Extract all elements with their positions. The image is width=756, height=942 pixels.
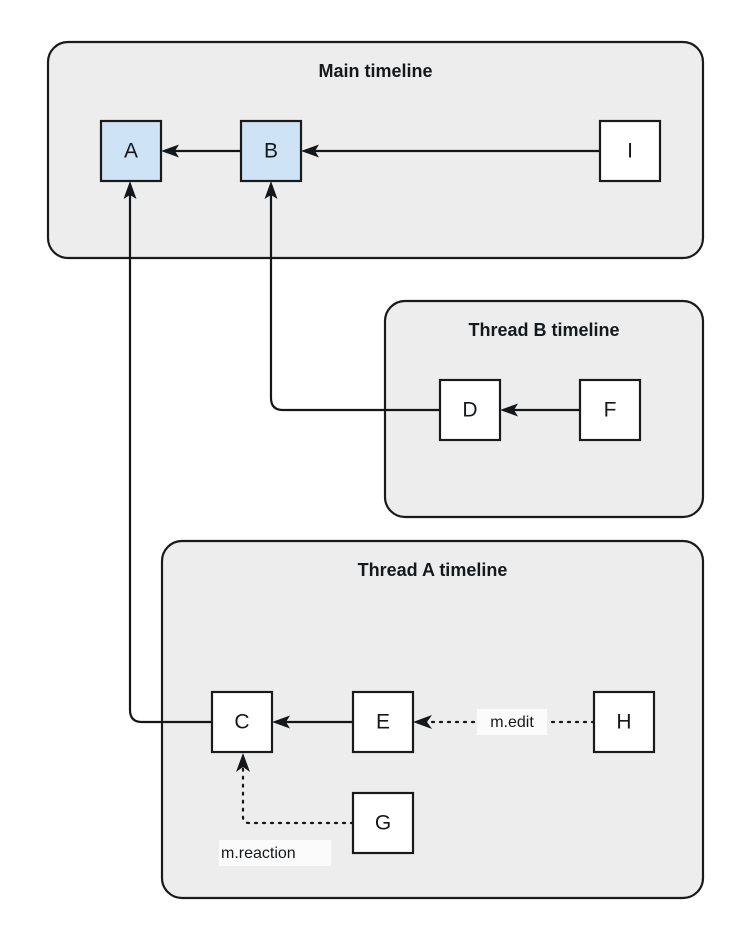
node-h-rect bbox=[592, 690, 656, 754]
edge-e-to-c[interactable] bbox=[272, 715, 353, 729]
node-d[interactable]: D bbox=[438, 378, 502, 442]
node-a-label: A bbox=[124, 140, 138, 163]
node-h[interactable]: H bbox=[592, 690, 656, 754]
node-b-rect bbox=[239, 119, 303, 183]
node-e-label: E bbox=[376, 711, 390, 734]
node-d-rect bbox=[438, 378, 502, 442]
edge-g-to-c-label-bg bbox=[219, 840, 331, 866]
edge-f-to-d-arrowhead bbox=[500, 403, 518, 417]
node-a[interactable]: A bbox=[99, 119, 163, 183]
edge-i-to-b[interactable] bbox=[301, 144, 600, 158]
node-c[interactable]: C bbox=[210, 690, 274, 754]
edge-c-to-a[interactable] bbox=[123, 181, 213, 724]
node-h-label: H bbox=[616, 711, 631, 734]
edge-f-to-d[interactable] bbox=[500, 403, 580, 417]
node-b-label: B bbox=[264, 140, 278, 163]
edge-g-to-c-line bbox=[241, 763, 355, 825]
node-i-rect bbox=[598, 119, 662, 183]
edge-h-to-e-label-bg bbox=[477, 709, 547, 735]
node-c-label: C bbox=[234, 711, 249, 734]
edge-b-to-a-arrowhead bbox=[161, 144, 179, 158]
edge-d-to-b[interactable] bbox=[264, 181, 441, 412]
node-e-rect bbox=[351, 690, 415, 754]
node-g-rect bbox=[351, 791, 415, 855]
edge-h-to-e[interactable]: m.edit bbox=[413, 709, 596, 735]
node-d-label: D bbox=[462, 399, 477, 422]
edge-h-to-e-label: m.edit bbox=[490, 714, 534, 731]
node-f[interactable]: F bbox=[578, 378, 642, 442]
node-g[interactable]: G bbox=[351, 791, 415, 855]
edge-c-to-a-line bbox=[128, 192, 212, 724]
node-b[interactable]: B bbox=[239, 119, 303, 183]
node-c-rect bbox=[210, 690, 274, 754]
edge-b-to-a[interactable] bbox=[161, 144, 241, 158]
node-e[interactable]: E bbox=[351, 690, 415, 754]
container-thread-a-timeline[interactable]: Thread A timeline bbox=[160, 539, 705, 900]
edge-c-to-a-arrowhead bbox=[123, 181, 137, 199]
container-thread-a-timeline-title: Thread A timeline bbox=[358, 560, 508, 580]
node-f-label: F bbox=[604, 399, 617, 422]
node-g-label: G bbox=[375, 812, 391, 835]
edge-g-to-c-label: m.reaction bbox=[221, 845, 296, 862]
edge-d-to-b-line bbox=[269, 192, 440, 412]
container-main-timeline-title: Main timeline bbox=[318, 61, 432, 81]
node-a-rect bbox=[99, 119, 163, 183]
edge-g-to-c-arrowhead bbox=[236, 753, 250, 772]
edge-d-to-b-arrowhead bbox=[264, 181, 278, 199]
node-i[interactable]: I bbox=[598, 119, 662, 183]
edge-e-to-c-arrowhead bbox=[272, 715, 290, 729]
container-thread-b-timeline-title: Thread B timeline bbox=[468, 320, 619, 340]
edge-h-to-e-arrowhead bbox=[413, 715, 432, 729]
container-thread-a-timeline-shape bbox=[160, 539, 705, 900]
edge-g-to-c[interactable]: m.reaction bbox=[219, 753, 355, 866]
node-f-rect bbox=[578, 378, 642, 442]
edge-i-to-b-arrowhead bbox=[301, 144, 319, 158]
node-i-label: I bbox=[627, 140, 633, 163]
